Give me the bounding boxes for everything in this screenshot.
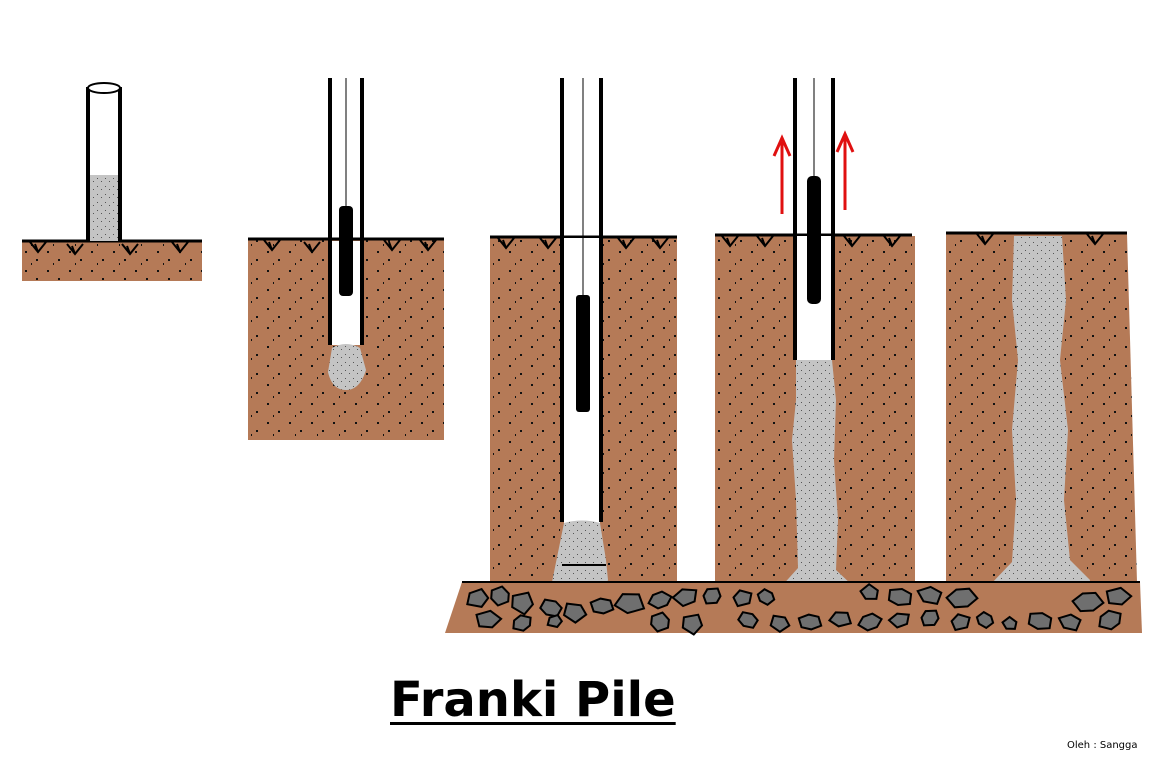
gravel-rock bbox=[1071, 591, 1105, 613]
stage-1 bbox=[22, 82, 202, 281]
withdraw-arrow-left-icon bbox=[772, 134, 792, 214]
gravel-rock bbox=[1001, 615, 1018, 630]
stage-5 bbox=[946, 231, 1137, 614]
gravel-rock bbox=[511, 591, 535, 616]
gravel-rock bbox=[562, 602, 588, 624]
gravel-rock bbox=[975, 610, 995, 630]
stage-3 bbox=[490, 78, 677, 602]
gravel-rock bbox=[613, 593, 646, 615]
gravel-rock bbox=[650, 611, 670, 633]
page-title: Franki Pile bbox=[390, 672, 676, 728]
gravel-rock bbox=[827, 611, 853, 628]
gravel-rock bbox=[1057, 613, 1082, 632]
stage-4 bbox=[715, 78, 915, 610]
bearing-stratum bbox=[445, 581, 1142, 636]
gravel-rock bbox=[859, 582, 879, 600]
gravel-rock bbox=[589, 597, 615, 615]
author-credit: Oleh : Sangga bbox=[1067, 740, 1138, 751]
gravel-rock bbox=[475, 609, 503, 629]
stage-2 bbox=[248, 78, 444, 440]
gravel-rock bbox=[737, 611, 759, 629]
gravel-rock bbox=[857, 612, 883, 632]
gravel-rock bbox=[466, 587, 490, 608]
gravel-rock bbox=[1027, 612, 1053, 630]
gravel-rock bbox=[945, 587, 979, 609]
gravel-rock bbox=[756, 588, 776, 606]
gravel-rock bbox=[702, 587, 722, 605]
gravel-rock bbox=[512, 614, 532, 632]
gravel-rock bbox=[681, 613, 704, 636]
gravel-rock bbox=[797, 613, 823, 631]
gravel-rock bbox=[1098, 609, 1122, 631]
gravel-rock bbox=[546, 613, 564, 629]
gravel-rock bbox=[647, 590, 673, 610]
withdraw-arrow-right-icon bbox=[835, 130, 855, 210]
gravel-rock bbox=[920, 609, 940, 627]
gravel-rock bbox=[769, 614, 791, 634]
drop-hammer bbox=[339, 206, 353, 296]
drop-hammer bbox=[807, 176, 821, 304]
drop-hammer bbox=[576, 295, 590, 412]
gravel-rock bbox=[1105, 586, 1133, 606]
gravel-rock bbox=[887, 587, 913, 607]
gravel-rock bbox=[490, 585, 510, 607]
gravel-rock bbox=[671, 588, 698, 608]
gravel-rock bbox=[916, 585, 943, 606]
gravel-rock bbox=[732, 589, 753, 608]
gravel-rock bbox=[887, 612, 910, 629]
gravel-rock bbox=[950, 613, 971, 632]
